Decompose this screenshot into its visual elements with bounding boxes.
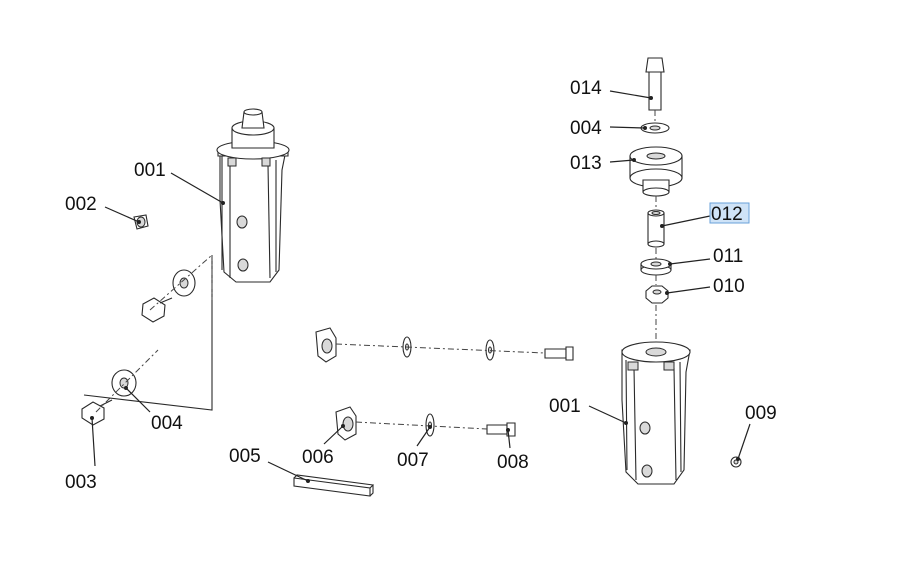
label-002[interactable]: 002	[65, 194, 97, 215]
part-labels: 001 002 003 004 005 006 007 008 014 004 …	[65, 78, 777, 493]
left-bracket-assembly	[216, 108, 290, 283]
label-010[interactable]: 010	[713, 276, 745, 297]
left-washer-lower	[111, 369, 137, 397]
leader-lines	[90, 90, 751, 483]
label-001-right[interactable]: 001	[549, 396, 581, 417]
label-004-right[interactable]: 004	[570, 118, 602, 139]
label-009[interactable]: 009	[745, 403, 777, 424]
label-007[interactable]: 007	[397, 450, 429, 471]
part-010-nut	[645, 285, 669, 304]
label-012[interactable]: 012	[711, 204, 743, 225]
label-006[interactable]: 006	[302, 447, 334, 468]
label-001-left[interactable]: 001	[134, 160, 166, 181]
right-stack-assembly	[629, 57, 683, 345]
part-003-bolt	[81, 399, 113, 426]
part-014-bolt	[645, 57, 665, 111]
left-bolt-upper	[141, 297, 173, 323]
part-011-washer	[640, 258, 672, 276]
part-008-bolt	[486, 424, 508, 435]
label-003[interactable]: 003	[65, 472, 97, 493]
part-005-bar	[293, 474, 375, 497]
left-axis-lower	[95, 349, 159, 413]
label-012-highlight	[709, 202, 750, 224]
part-012-sleeve	[647, 209, 665, 248]
center-lower-assembly	[335, 406, 516, 441]
right-bracket	[621, 341, 691, 485]
label-005[interactable]: 005	[229, 446, 261, 467]
center-upper-assembly	[315, 327, 574, 363]
part-013-bushing	[629, 146, 683, 197]
left-frame-line	[83, 255, 213, 411]
label-008[interactable]: 008	[497, 452, 529, 473]
left-washer-upper	[172, 269, 196, 297]
label-011[interactable]: 011	[713, 246, 743, 267]
label-004-left[interactable]: 004	[151, 413, 183, 434]
label-013[interactable]: 013	[570, 153, 602, 174]
label-014[interactable]: 014	[570, 78, 602, 99]
